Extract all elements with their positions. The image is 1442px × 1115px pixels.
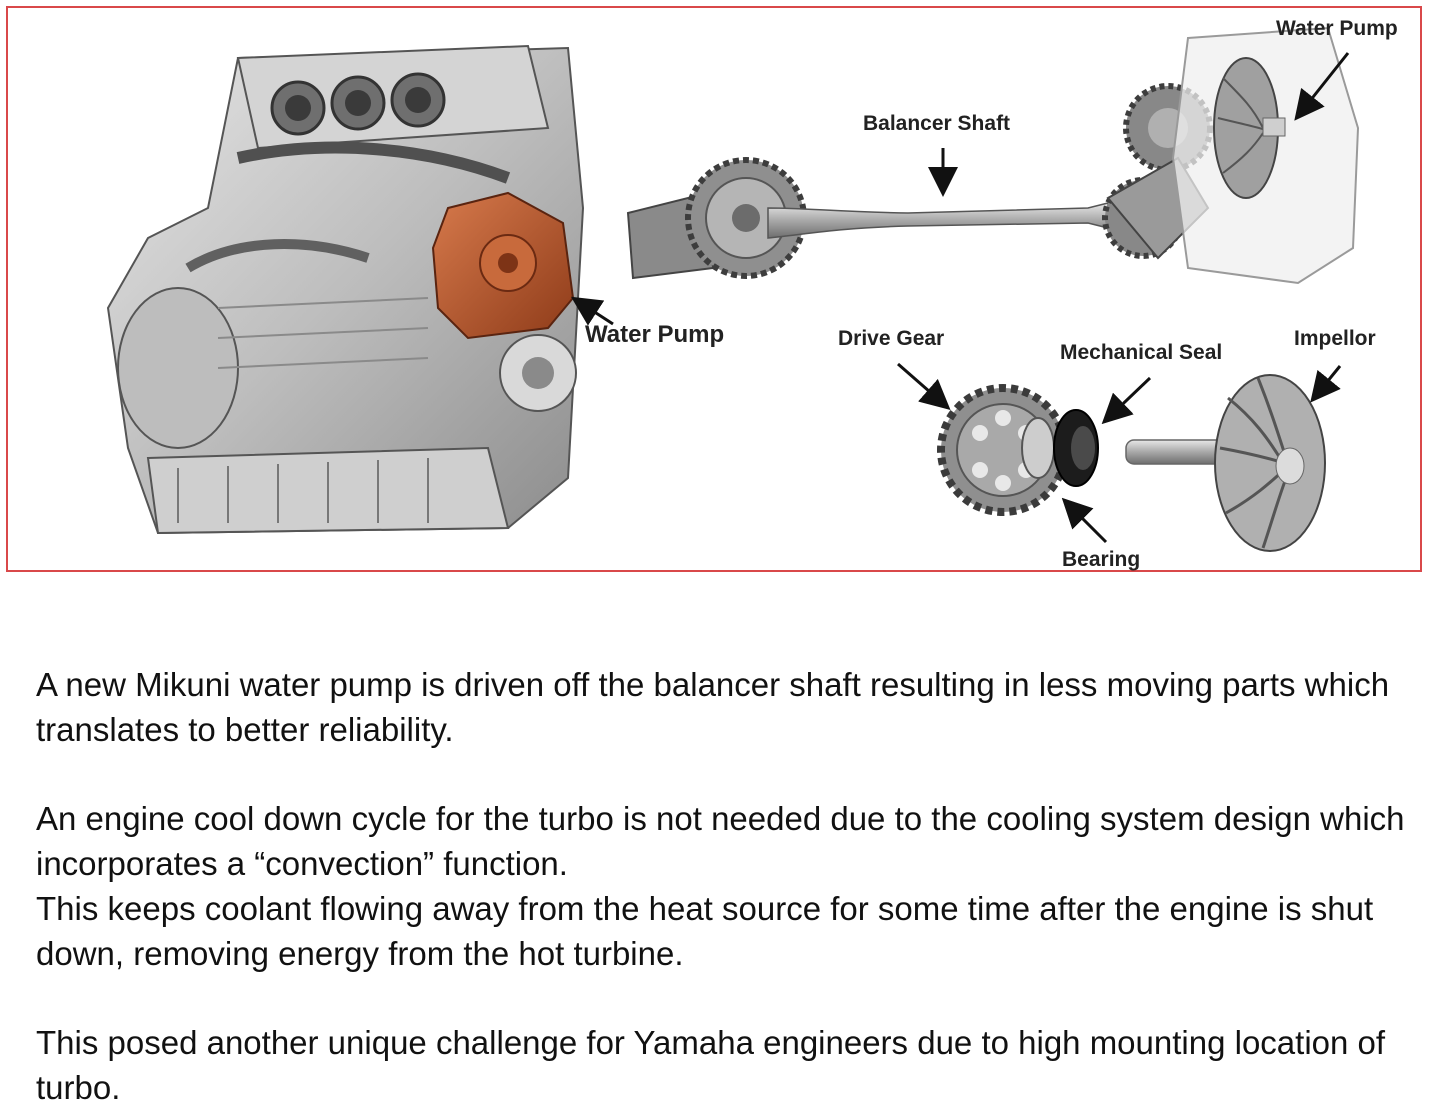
paragraph-coolant-flow: This keeps coolant flowing away from the… bbox=[36, 890, 1374, 972]
exploded-pump-parts bbox=[937, 374, 1326, 552]
label-balancer-shaft: Balancer Shaft bbox=[863, 112, 1010, 135]
label-bearing: Bearing bbox=[1062, 548, 1140, 571]
label-impellor: Impellor bbox=[1294, 327, 1376, 350]
engine-block bbox=[106, 44, 585, 535]
label-water-pump-top: Water Pump bbox=[1276, 17, 1398, 40]
paragraph-reliability: A new Mikuni water pump is driven off th… bbox=[36, 666, 1390, 748]
label-mechanical-seal: Mechanical Seal bbox=[1060, 341, 1222, 364]
arrow-water-pump-engine bbox=[570, 296, 614, 326]
label-drive-gear: Drive Gear bbox=[838, 327, 944, 350]
arrow-bearing bbox=[1061, 497, 1108, 544]
arrow-mechanical-seal bbox=[1101, 376, 1152, 425]
description-text: A new Mikuni water pump is driven off th… bbox=[36, 662, 1416, 1110]
paragraph-convection: An engine cool down cycle for the turbo … bbox=[36, 800, 1405, 882]
diagram-frame: Water Pump Balancer Shaft Water Pump Dri… bbox=[6, 6, 1422, 572]
paragraph-challenge: This posed another unique challenge for … bbox=[36, 1024, 1386, 1106]
label-water-pump-engine: Water Pump bbox=[585, 321, 724, 348]
balancer-shaft-assembly bbox=[626, 26, 1360, 285]
arrow-water-pump-top bbox=[1294, 52, 1350, 121]
arrow-impellor bbox=[1310, 365, 1342, 403]
engine-water-pump bbox=[431, 191, 575, 340]
arrow-drive-gear bbox=[897, 362, 951, 410]
engine-cooling-diagram: Water Pump Balancer Shaft Water Pump Dri… bbox=[106, 17, 1398, 571]
